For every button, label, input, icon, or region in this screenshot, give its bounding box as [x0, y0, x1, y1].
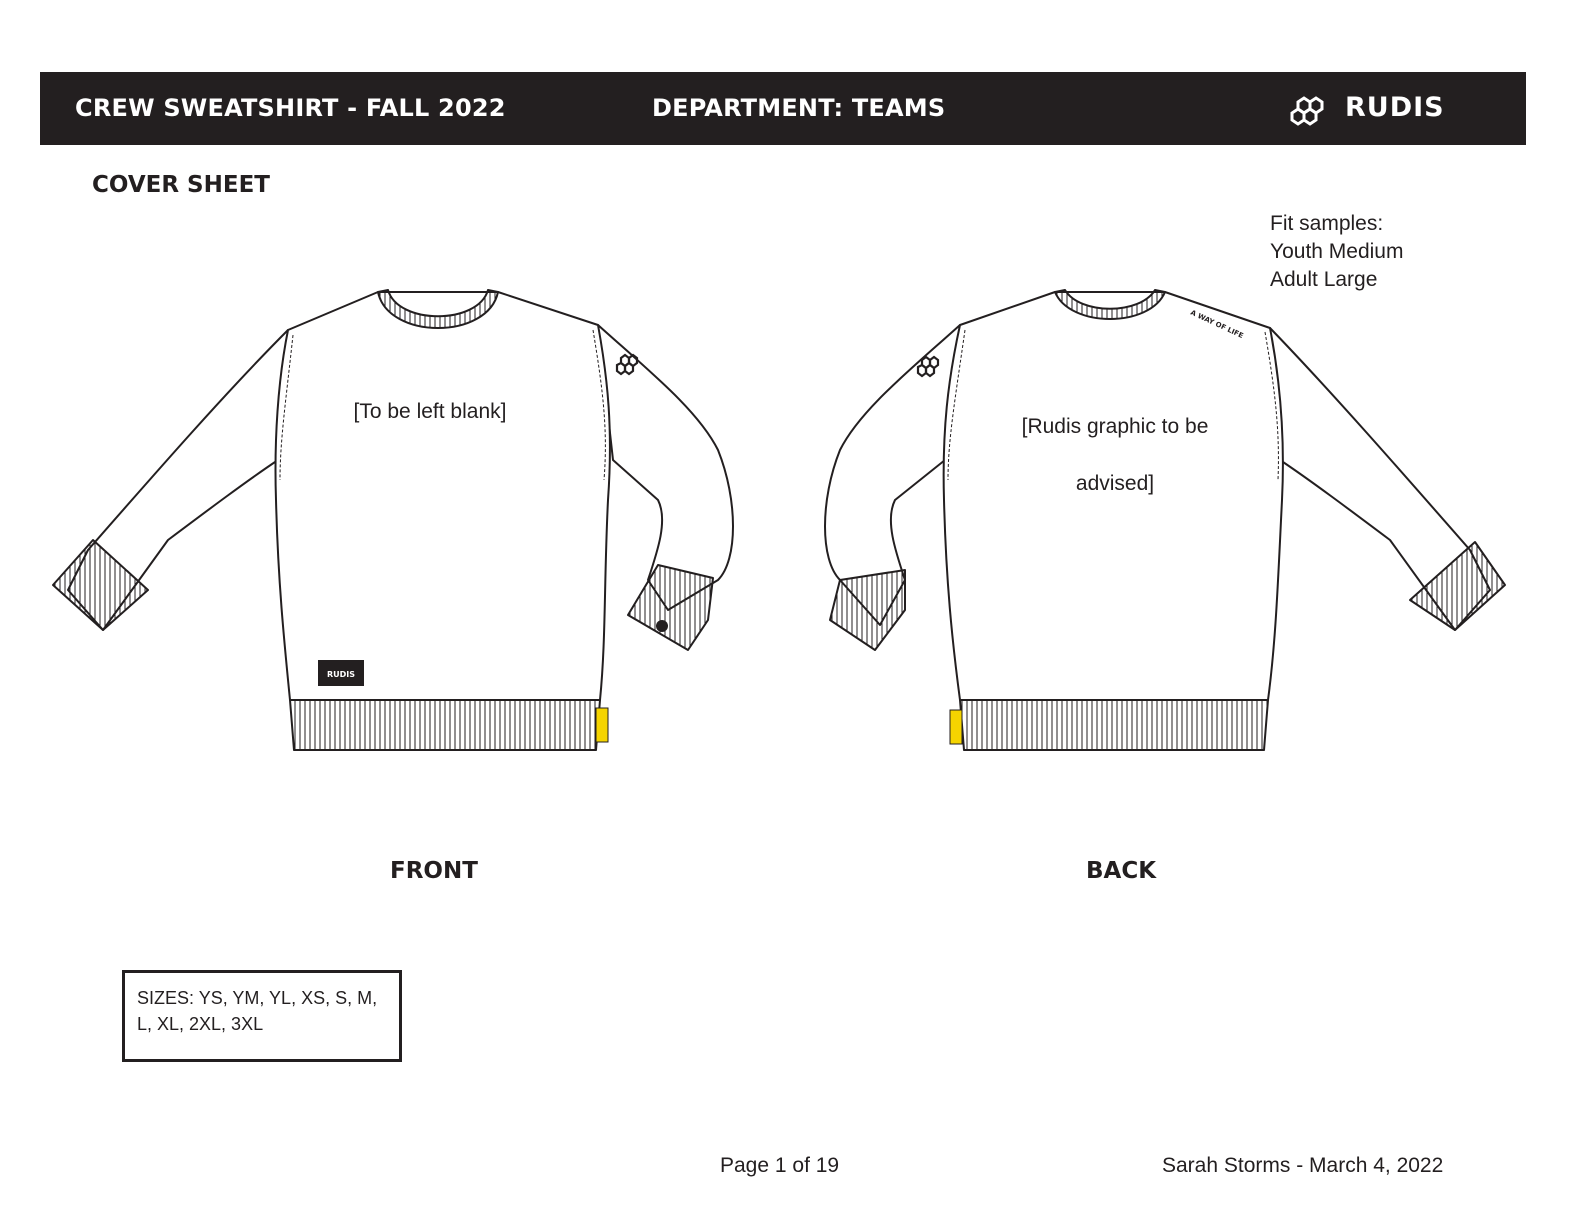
front-graphic-note: [To be left blank]	[353, 400, 507, 423]
front-patch-text: RUDIS	[327, 670, 355, 679]
author-date: Sarah Storms - March 4, 2022	[1162, 1154, 1444, 1177]
sizes-line: L, XL, 2XL, 3XL	[137, 1014, 264, 1034]
fit-samples-note: Fit samples: Youth Medium Adult Large	[1270, 210, 1403, 294]
front-sweatshirt-illustration: RUDIS	[52, 289, 734, 751]
fit-sample-item: Adult Large	[1270, 268, 1378, 291]
back-graphic-note: [Rudis graphic to be advised]	[1000, 398, 1230, 512]
page-number: Page 1 of 19	[720, 1154, 840, 1177]
sizes-box: SIZES: YS, YM, YL, XS, S, M, L, XL, 2XL,…	[122, 970, 402, 1062]
fit-samples-heading: Fit samples:	[1270, 212, 1384, 235]
back-note-line: [Rudis graphic to be	[1021, 415, 1209, 438]
back-note-line: advised]	[1075, 472, 1155, 495]
rudis-logo-icon	[1290, 96, 1324, 126]
section-title: COVER SHEET	[92, 172, 270, 198]
header-bar	[40, 72, 1526, 145]
fit-sample-item: Youth Medium	[1270, 240, 1404, 263]
sizes-line: SIZES: YS, YM, YL, XS, S, M,	[137, 988, 378, 1008]
department-label: DEPARTMENT: TEAMS	[652, 94, 946, 122]
brand-name: RUDIS	[1345, 92, 1445, 123]
document-title: CREW SWEATSHIRT - FALL 2022	[75, 94, 506, 122]
back-sweatshirt-illustration: A WAY OF LIFE	[824, 289, 1506, 751]
front-view-label: FRONT	[390, 858, 478, 884]
back-view-label: BACK	[1086, 858, 1157, 884]
